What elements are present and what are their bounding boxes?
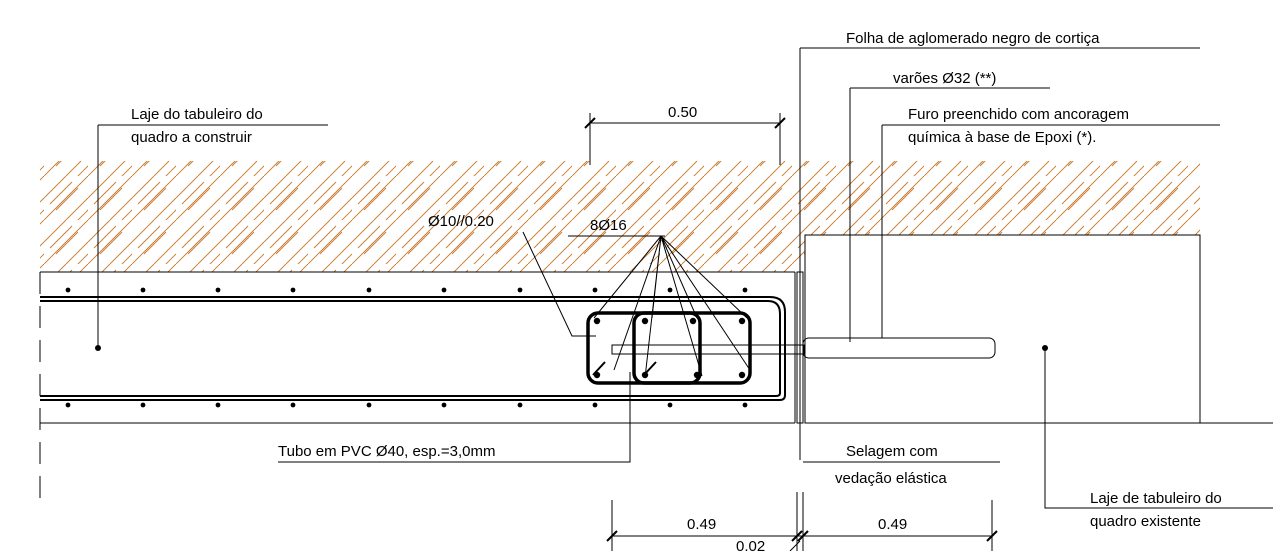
rebar-dot: [290, 287, 296, 293]
rebar-dot: [742, 287, 748, 293]
label-pvc-tube: Tubo em PVC Ø40, esp.=3,0mm: [278, 443, 495, 460]
stirrup-bar: [689, 317, 697, 325]
rebar-dot: [517, 402, 523, 408]
dim-bottom-left-value: 0.49: [687, 516, 716, 533]
rebar-dot: [215, 402, 221, 408]
dimension-top: [584, 113, 786, 165]
label-seal-line2: vedação elástica: [835, 470, 947, 487]
dimension-bottom: [606, 492, 998, 551]
threaded-bar: [802, 337, 996, 359]
rebar-dot: [592, 402, 598, 408]
rebar-dots: [65, 287, 748, 408]
label-existing-slab-line2: quadro existente: [1090, 513, 1201, 530]
dim-bottom-right-value: 0.49: [878, 516, 907, 533]
rebar-dot: [742, 402, 748, 408]
label-new-slab-line1: Laje do tabuleiro do: [131, 106, 263, 123]
rebar-dot: [441, 287, 447, 293]
leader-lines: [97, 47, 1273, 509]
rebar-dot: [592, 287, 598, 293]
rebar-dot: [140, 287, 146, 293]
soil-fill: [40, 161, 1200, 272]
label-hole-line1: Furo preenchido com ancoragem: [908, 106, 1129, 123]
rebar-dot: [65, 402, 71, 408]
label-hole-line2: química à base de Epoxi (*).: [908, 129, 1096, 146]
label-existing-slab-line1: Laje de tabuleiro do: [1090, 490, 1222, 507]
label-seal-line1: Selagem com: [846, 443, 938, 460]
rebar-dot: [667, 402, 673, 408]
stirrup-bar: [738, 317, 746, 325]
rebar-dot: [517, 287, 523, 293]
stirrups: [586, 311, 752, 385]
dim-bottom-gap-value: 0.02: [736, 538, 765, 551]
new-slab: [40, 271, 796, 424]
label-long-bars: 8Ø16: [590, 217, 627, 234]
stirrup-bar: [593, 317, 601, 325]
rebar-dot: [441, 402, 447, 408]
rebar-dot: [65, 287, 71, 293]
rebar-dot: [215, 287, 221, 293]
label-new-slab-line2: quadro a construir: [131, 129, 252, 146]
dim-top-value: 0.50: [668, 104, 697, 121]
stirrup-bar: [738, 371, 746, 379]
pvc-tube: [611, 344, 805, 355]
stirrup-bar: [641, 317, 649, 325]
label-stirrups: Ø10//0.20: [428, 213, 494, 230]
existing-slab: [804, 234, 1273, 424]
label-bars: varões Ø32 (**): [893, 70, 996, 87]
rebar-dot: [366, 402, 372, 408]
rebar-dot: [366, 287, 372, 293]
rebar-dot: [290, 402, 296, 408]
label-cork-sheet: Folha de aglomerado negro de cortiça: [846, 30, 1100, 47]
rebar-dot: [140, 402, 146, 408]
rebar-dot: [667, 287, 673, 293]
